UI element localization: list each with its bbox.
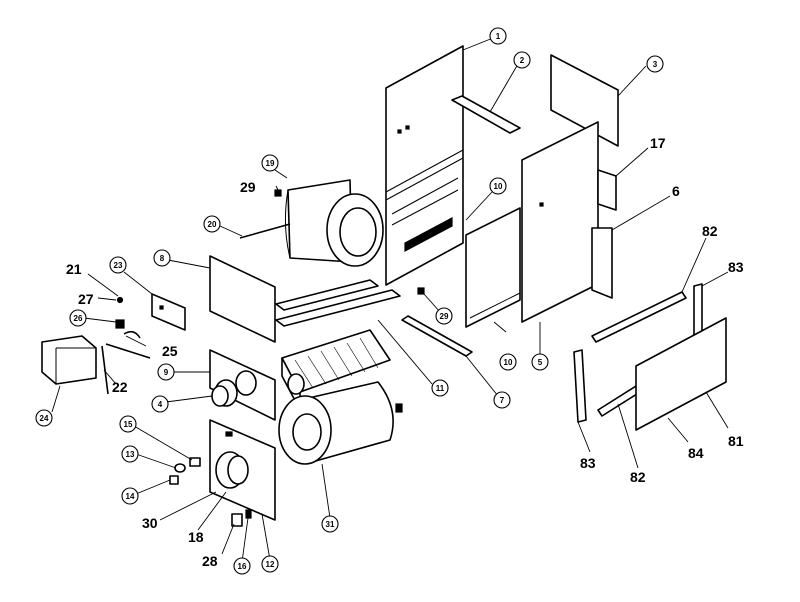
part-28-valve (231, 513, 243, 527)
part-83-lower-post (573, 349, 587, 423)
svg-text:4: 4 (158, 400, 163, 409)
callout-29-mid: 29 (435, 307, 453, 325)
svg-text:2: 2 (520, 56, 525, 65)
part-4-gasket (211, 385, 229, 407)
callout-12: 12 (261, 555, 279, 573)
part-29-screw-mid (417, 287, 425, 295)
callout-30: 30 (142, 515, 158, 531)
svg-text:11: 11 (436, 384, 445, 393)
part-10-partition (465, 207, 521, 328)
svg-text:24: 24 (40, 414, 49, 423)
callout-27: 27 (78, 291, 94, 307)
callout-25: 25 (162, 343, 178, 359)
svg-text:10: 10 (504, 358, 513, 367)
callout-8: 8 (153, 249, 171, 267)
heat-exchanger (281, 329, 391, 411)
callout-83-lower: 83 (580, 455, 596, 471)
svg-text:29: 29 (440, 312, 449, 321)
svg-text:14: 14 (126, 492, 135, 501)
svg-text:8: 8 (160, 254, 165, 263)
callout-14: 14 (121, 487, 139, 505)
svg-text:1: 1 (496, 32, 501, 41)
callout-4: 4 (151, 395, 169, 413)
part-31-drum (278, 381, 403, 465)
svg-text:12: 12 (266, 560, 275, 569)
callouts: 1 2 3 17 6 19 29 10 20 82 83 21 23 (35, 27, 744, 575)
part-3-top-panel (550, 54, 619, 147)
callout-81: 81 (728, 433, 744, 449)
part-24-box (41, 335, 97, 385)
part-5-side-panel (521, 121, 599, 323)
part-1-panel (385, 45, 464, 286)
svg-text:26: 26 (74, 314, 83, 323)
svg-text:19: 19 (266, 159, 275, 168)
callout-17: 17 (650, 135, 666, 151)
callout-19: 19 (261, 154, 279, 172)
part-6-rear-panel (591, 227, 613, 299)
part-15-switch (189, 457, 201, 467)
callout-20: 20 (203, 215, 221, 233)
callout-24: 24 (35, 409, 53, 427)
callout-82-lower: 82 (630, 469, 646, 485)
callout-26: 26 (69, 309, 87, 327)
callout-31: 31 (321, 515, 339, 533)
callout-3: 3 (646, 55, 664, 73)
callout-28: 28 (202, 553, 218, 569)
svg-text:10: 10 (494, 182, 503, 191)
part-82-upper-rail (591, 291, 687, 343)
part-26-clip (115, 319, 125, 329)
part-23-bracket (151, 293, 186, 331)
part-20-rod (239, 223, 291, 239)
part-27-screw (116, 296, 124, 304)
part-14-igniter (169, 475, 179, 485)
callout-5: 5 (531, 353, 549, 371)
part-13-fitting (174, 463, 186, 473)
part-22-harness (101, 343, 151, 395)
svg-text:16: 16 (238, 562, 247, 571)
part-19-blower (284, 179, 384, 267)
part-82-lower-rail (597, 385, 641, 417)
svg-text:3: 3 (653, 60, 658, 69)
callout-11: 11 (431, 379, 449, 397)
callout-13: 13 (121, 445, 139, 463)
callout-21: 21 (66, 261, 82, 277)
svg-text:9: 9 (164, 368, 169, 377)
callout-9: 9 (157, 363, 175, 381)
svg-text:23: 23 (114, 261, 123, 270)
part-18-burner-plate (209, 419, 276, 521)
svg-text:31: 31 (326, 520, 335, 529)
svg-text:7: 7 (500, 396, 505, 405)
callout-22: 22 (112, 379, 128, 395)
part-25-connector (123, 330, 141, 339)
svg-text:13: 13 (126, 450, 135, 459)
part-2-bracket (451, 95, 521, 134)
part-16-sensor (245, 509, 252, 519)
callout-6: 6 (672, 183, 680, 199)
svg-text:20: 20 (208, 220, 217, 229)
part-8-panel (209, 255, 276, 343)
part-9-front-panel (209, 349, 276, 421)
part-17-panel (597, 169, 617, 211)
callout-10-upper: 10 (489, 177, 507, 195)
part-84-door-panel (635, 317, 727, 431)
callout-23: 23 (109, 256, 127, 274)
callout-2: 2 (513, 51, 531, 69)
part-7-bar (401, 315, 473, 357)
callout-16: 16 (233, 557, 251, 575)
callout-1: 1 (489, 27, 507, 45)
callout-7: 7 (493, 391, 511, 409)
callout-83-upper: 83 (728, 259, 744, 275)
rail-assembly (275, 279, 401, 327)
callout-18: 18 (188, 529, 204, 545)
callout-10-lower: 10 (499, 353, 517, 371)
callout-84: 84 (688, 445, 704, 461)
callout-15: 15 (119, 415, 137, 433)
callout-29-top: 29 (240, 179, 256, 195)
callout-82-upper: 82 (702, 223, 718, 239)
svg-text:15: 15 (124, 420, 133, 429)
leader-lines (51, 37, 729, 563)
svg-text:5: 5 (538, 358, 543, 367)
